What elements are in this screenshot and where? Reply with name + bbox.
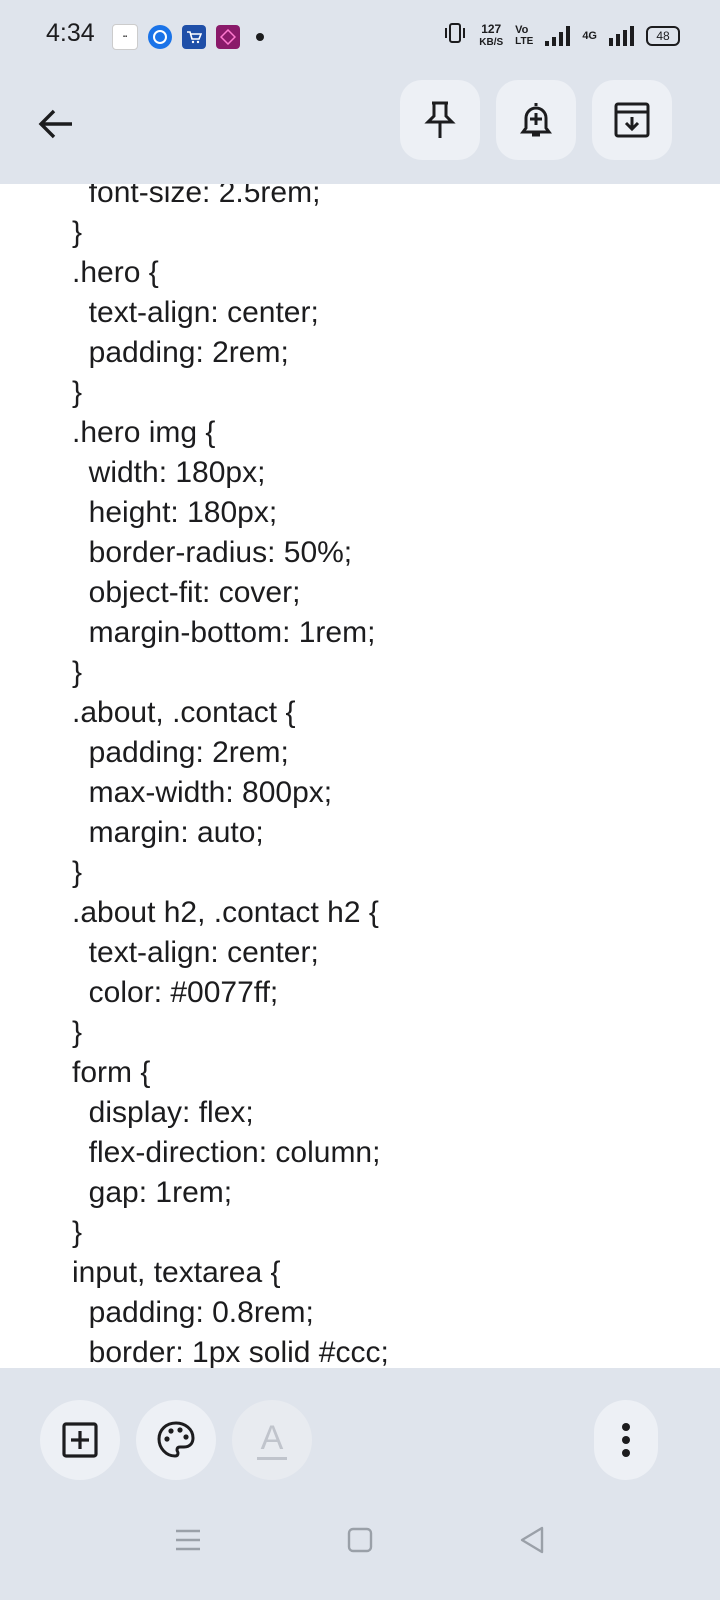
note-text-line: } [72, 1016, 83, 1049]
palette-icon [157, 1421, 195, 1458]
note-text-line: padding: 2rem; [72, 336, 289, 369]
note-text-line: padding: 0.8rem; [72, 1296, 314, 1329]
app-circle-notification-icon [148, 25, 172, 49]
text-format-button[interactable]: A [232, 1400, 312, 1480]
note-text-line: } [72, 376, 83, 409]
add-box-icon [62, 1422, 98, 1458]
status-bar: 4:34 ▪▪ 127 KB/S Vo LTE 4G [0, 0, 720, 72]
note-text-line: .hero img { [72, 416, 216, 449]
network-4g-indicator: 4G [582, 30, 597, 42]
game-notification-icon [216, 25, 240, 49]
note-text-line: padding: 2rem; [72, 736, 289, 769]
network-type-label: 4G [582, 29, 597, 42]
more-vert-icon [622, 1423, 630, 1457]
note-text-line: font-size: 2.5rem; [72, 184, 321, 209]
note-text-line: } [72, 856, 83, 889]
bell-plus-icon [520, 103, 552, 137]
archive-button[interactable] [592, 80, 672, 160]
note-text-line: border-radius: 50%; [72, 536, 353, 569]
volte-indicator: Vo LTE [515, 23, 534, 47]
text-format-icon: A [257, 1421, 287, 1460]
pin-button[interactable] [400, 80, 480, 160]
home-nav-button[interactable] [340, 1520, 380, 1560]
arrow-left-icon [38, 109, 72, 139]
recents-nav-button[interactable] [168, 1520, 208, 1560]
archive-icon [614, 102, 650, 138]
note-bottom-toolbar: A [0, 1368, 720, 1480]
network-speed-unit: KB/S [479, 36, 504, 48]
triangle-back-icon [520, 1526, 544, 1554]
signal-strength-icon [545, 25, 571, 46]
note-text-line: display: flex; [72, 1096, 254, 1129]
reminder-button[interactable] [496, 80, 576, 160]
square-home-icon [347, 1527, 373, 1553]
note-text-line: border: 1px solid #ccc; [72, 1336, 389, 1368]
note-text-line: form { [72, 1056, 151, 1089]
more-notifications-dot-icon [256, 33, 264, 41]
volte-bottom-label: LTE [515, 35, 534, 47]
note-top-bar [0, 72, 720, 184]
note-text-line: .about h2, .contact h2 { [72, 896, 379, 929]
battery-icon: 48 [646, 25, 680, 46]
note-text-line: object-fit: cover; [72, 576, 301, 609]
back-nav-button[interactable] [512, 1520, 552, 1560]
note-text[interactable]: font-size: 2.5rem;} .hero { text-align: c… [72, 184, 389, 1368]
note-body[interactable]: font-size: 2.5rem;} .hero { text-align: c… [0, 184, 720, 1368]
note-text-line: text-align: center; [72, 936, 319, 969]
note-text-line: text-align: center; [72, 296, 319, 329]
note-text-line: input, textarea { [72, 1256, 281, 1289]
note-text-line: margin: auto; [72, 816, 264, 849]
note-text-line: .hero { [72, 256, 159, 289]
pin-icon [424, 101, 456, 138]
battery-level: 48 [656, 28, 670, 43]
note-text-line: } [72, 656, 83, 689]
network-speed-value: 127 [481, 21, 502, 36]
shop-app-notification-icon: ▪▪ [112, 24, 138, 50]
status-time: 4:34 [46, 19, 95, 47]
network-speed: 127 KB/S [479, 23, 503, 49]
add-content-button[interactable] [40, 1400, 120, 1480]
vibrate-icon [443, 22, 467, 49]
more-options-button[interactable] [594, 1400, 658, 1480]
menu-lines-icon [176, 1529, 200, 1551]
text-format-label: A [260, 1418, 284, 1457]
note-text-line: } [72, 1216, 83, 1249]
note-text-line: color: #0077ff; [72, 976, 279, 1009]
system-navigation-bar [0, 1480, 720, 1600]
note-text-line: .about, .contact { [72, 696, 296, 729]
notification-icons: ▪▪ [112, 24, 264, 50]
note-text-line: max-width: 800px; [72, 776, 333, 809]
note-text-line: height: 180px; [72, 496, 278, 529]
volte-top-label: Vo [515, 23, 529, 36]
note-text-line: gap: 1rem; [72, 1176, 233, 1209]
note-text-line: width: 180px; [72, 456, 266, 489]
signal-strength-2-icon [609, 25, 634, 46]
amazon-notification-icon [182, 25, 206, 49]
note-text-line: } [72, 216, 83, 249]
background-options-button[interactable] [136, 1400, 216, 1480]
note-text-line: margin-bottom: 1rem; [72, 616, 376, 649]
system-icons: 127 KB/S Vo LTE 4G 48 [443, 22, 680, 49]
note-text-line: flex-direction: column; [72, 1136, 381, 1169]
back-button[interactable] [30, 98, 82, 150]
